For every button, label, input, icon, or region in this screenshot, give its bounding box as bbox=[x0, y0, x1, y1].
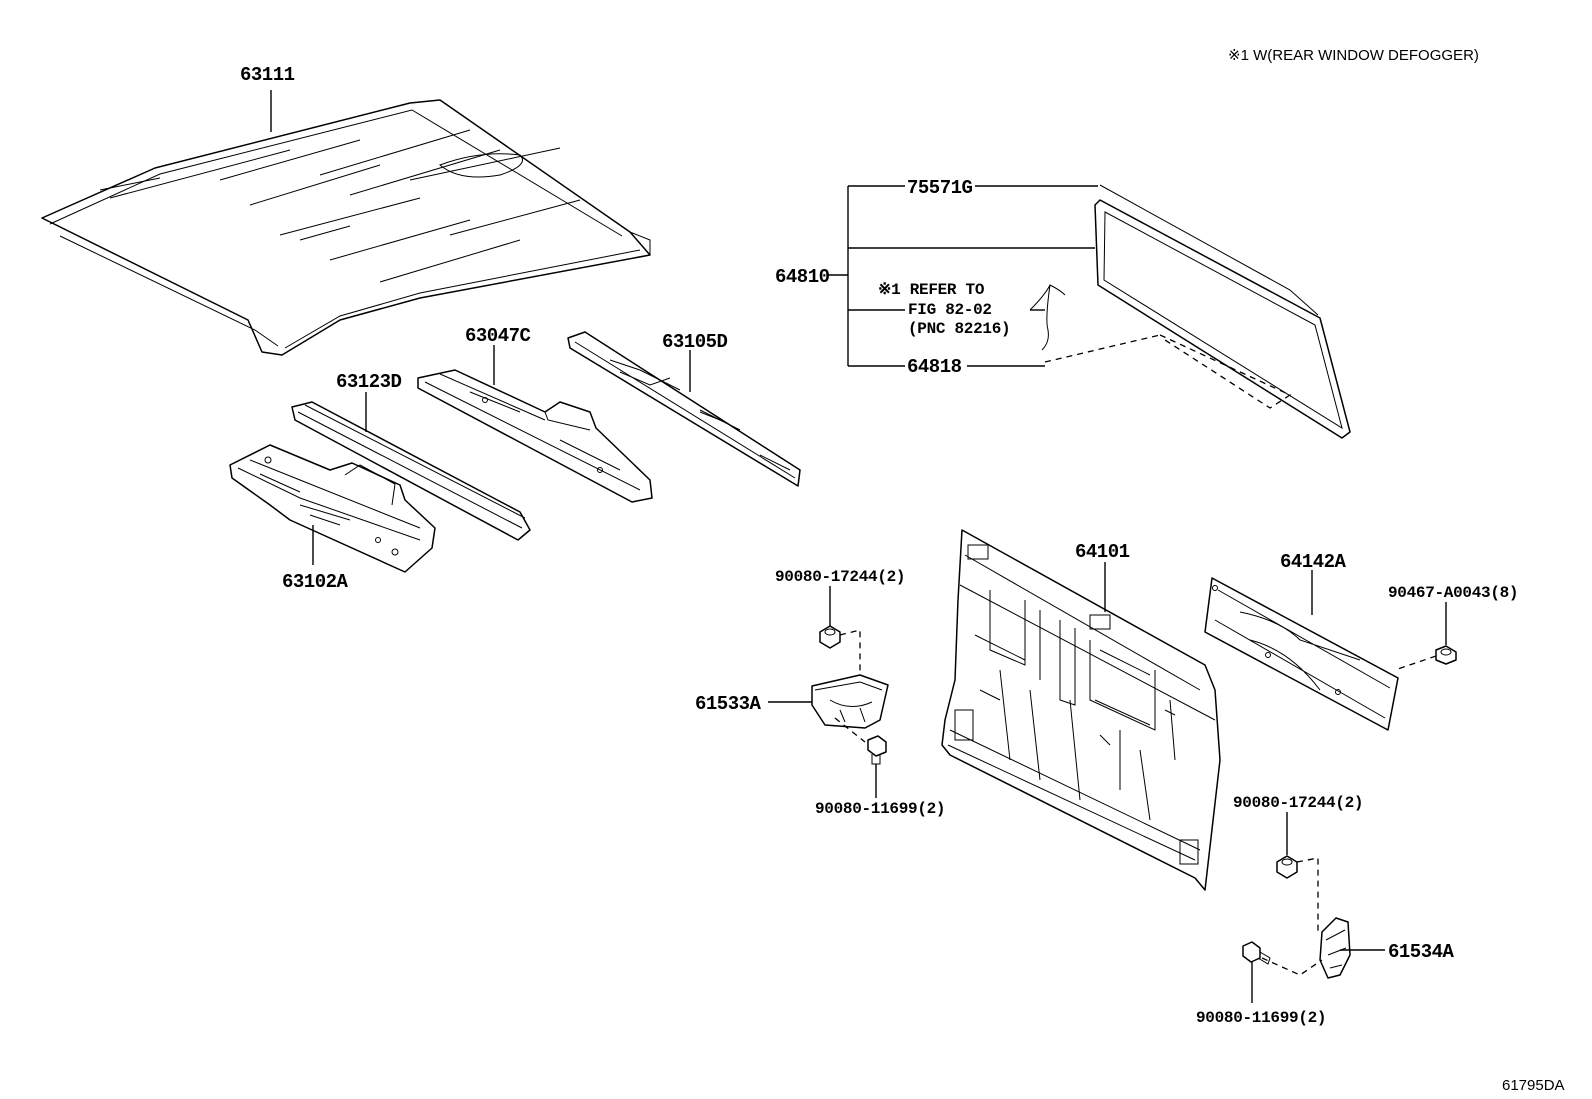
label-75571G: 75571G bbox=[907, 177, 973, 199]
label-61533A: 61533A bbox=[695, 693, 762, 715]
label-61534A: 61534A bbox=[1388, 941, 1455, 963]
label-64818: 64818 bbox=[907, 356, 962, 378]
bracket-right-drawing bbox=[1319, 917, 1351, 979]
label-nut-right: 90080-17244(2) bbox=[1233, 794, 1363, 812]
figure-id: 61795DA bbox=[1502, 1077, 1565, 1094]
label-63105D: 63105D bbox=[662, 331, 728, 353]
ref-line-2: FIG 82-02 bbox=[908, 301, 992, 319]
nut-right-drawing bbox=[1276, 855, 1298, 879]
label-63123D: 63123D bbox=[336, 371, 402, 393]
bracket-left-drawing bbox=[811, 674, 889, 729]
label-63111: 63111 bbox=[240, 64, 295, 86]
label-63102A: 63102A bbox=[282, 571, 349, 593]
label-90467-A0043: 90467-A0043(8) bbox=[1388, 584, 1518, 602]
back-window-drawing bbox=[1094, 184, 1351, 439]
label-bolt-left: 90080-11699(2) bbox=[815, 800, 945, 818]
bolt-left-drawing bbox=[867, 735, 887, 765]
label-bolt-right: 90080-11699(2) bbox=[1196, 1009, 1326, 1027]
label-64101: 64101 bbox=[1075, 541, 1130, 563]
header-note: ※1 W(REAR WINDOW DEFOGGER) bbox=[1228, 47, 1479, 64]
ref-line-1: ※1 REFER TO bbox=[878, 281, 985, 299]
bolt-right-drawing bbox=[1242, 941, 1271, 965]
label-64810: 64810 bbox=[775, 266, 830, 288]
roof-header-drawing bbox=[229, 444, 436, 573]
roof-bow-1-drawing bbox=[291, 401, 531, 541]
back-panel-drawing bbox=[941, 529, 1221, 891]
clip-drawing bbox=[1435, 645, 1457, 665]
back-panel-reinforcement-drawing bbox=[1204, 577, 1399, 731]
label-nut-left: 90080-17244(2) bbox=[775, 568, 905, 586]
label-64142A: 64142A bbox=[1280, 551, 1347, 573]
roof-panel-drawing bbox=[41, 99, 651, 356]
roof-bow-rear-drawing bbox=[567, 331, 801, 487]
nut-left-drawing bbox=[819, 625, 841, 649]
label-63047C: 63047C bbox=[465, 325, 531, 347]
roof-bow-2-drawing bbox=[417, 369, 653, 503]
ref-line-3: (PNC 82216) bbox=[908, 320, 1010, 338]
